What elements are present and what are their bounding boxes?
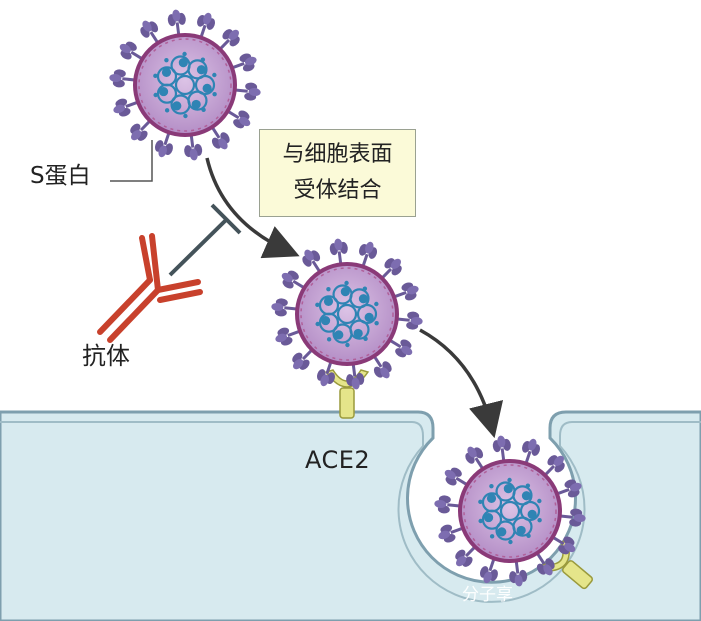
- entry-arrow: [419, 328, 504, 439]
- viral-envelope: [295, 262, 399, 366]
- inhibition-line: [168, 218, 228, 277]
- spike-protein: [109, 69, 138, 88]
- spike-protein: [379, 258, 402, 281]
- virus-internalized: [434, 435, 586, 587]
- receptor-label: ACE2: [305, 446, 371, 474]
- binding-step-box: 与细胞表面 受体结合: [259, 129, 416, 217]
- spike-protein: [292, 347, 315, 370]
- spike-protein: [184, 132, 203, 161]
- spike-protein: [387, 337, 413, 358]
- step-text-line-1: 与细胞表面: [282, 142, 393, 167]
- virus-bound: [271, 238, 423, 390]
- spike-protein: [225, 108, 251, 129]
- spike-protein: [167, 9, 186, 38]
- viral-envelope: [458, 459, 562, 563]
- spike-protein: [217, 29, 240, 52]
- spike-protein: [479, 556, 498, 584]
- spike-protein: [434, 495, 463, 514]
- spike-protein: [550, 534, 576, 555]
- viral-rna: [478, 477, 542, 545]
- spike-leader-line: [110, 140, 153, 182]
- watermark-text: 分子享: [462, 585, 513, 605]
- spike-protein: [444, 467, 470, 488]
- spike-protein: [229, 53, 257, 72]
- inhibition-bar: [210, 203, 242, 235]
- spike-protein: [275, 327, 303, 346]
- spike-protein: [359, 241, 378, 269]
- spike-protein: [371, 353, 392, 379]
- spike-protein: [197, 12, 216, 40]
- spike-protein: [209, 124, 230, 150]
- spike-protein: [394, 311, 423, 330]
- spike-protein-label: S蛋白: [30, 163, 91, 189]
- antibody-shape: [97, 233, 203, 343]
- spike-protein: [130, 118, 153, 141]
- spike-protein: [542, 455, 565, 478]
- viral-envelope: [133, 33, 237, 137]
- spike-protein: [557, 508, 586, 527]
- spike-protein: [281, 270, 307, 291]
- spike-protein: [232, 82, 261, 101]
- spike-protein: [119, 41, 145, 62]
- viral-rna: [315, 280, 379, 348]
- spike-protein: [522, 438, 541, 466]
- virus-free: [109, 9, 261, 161]
- binding-arrow: [205, 157, 300, 259]
- spike-protein: [302, 249, 323, 275]
- host-cell: [0, 410, 701, 621]
- spike-protein: [140, 20, 161, 46]
- antibody-label: 抗体: [82, 342, 130, 370]
- viral-rna: [153, 51, 217, 119]
- cell-membrane-inner: [0, 421, 701, 603]
- spike-protein: [455, 544, 478, 567]
- spike-protein: [271, 298, 300, 317]
- step-text-line-2: 受体结合: [293, 178, 382, 203]
- spike-protein: [465, 446, 486, 472]
